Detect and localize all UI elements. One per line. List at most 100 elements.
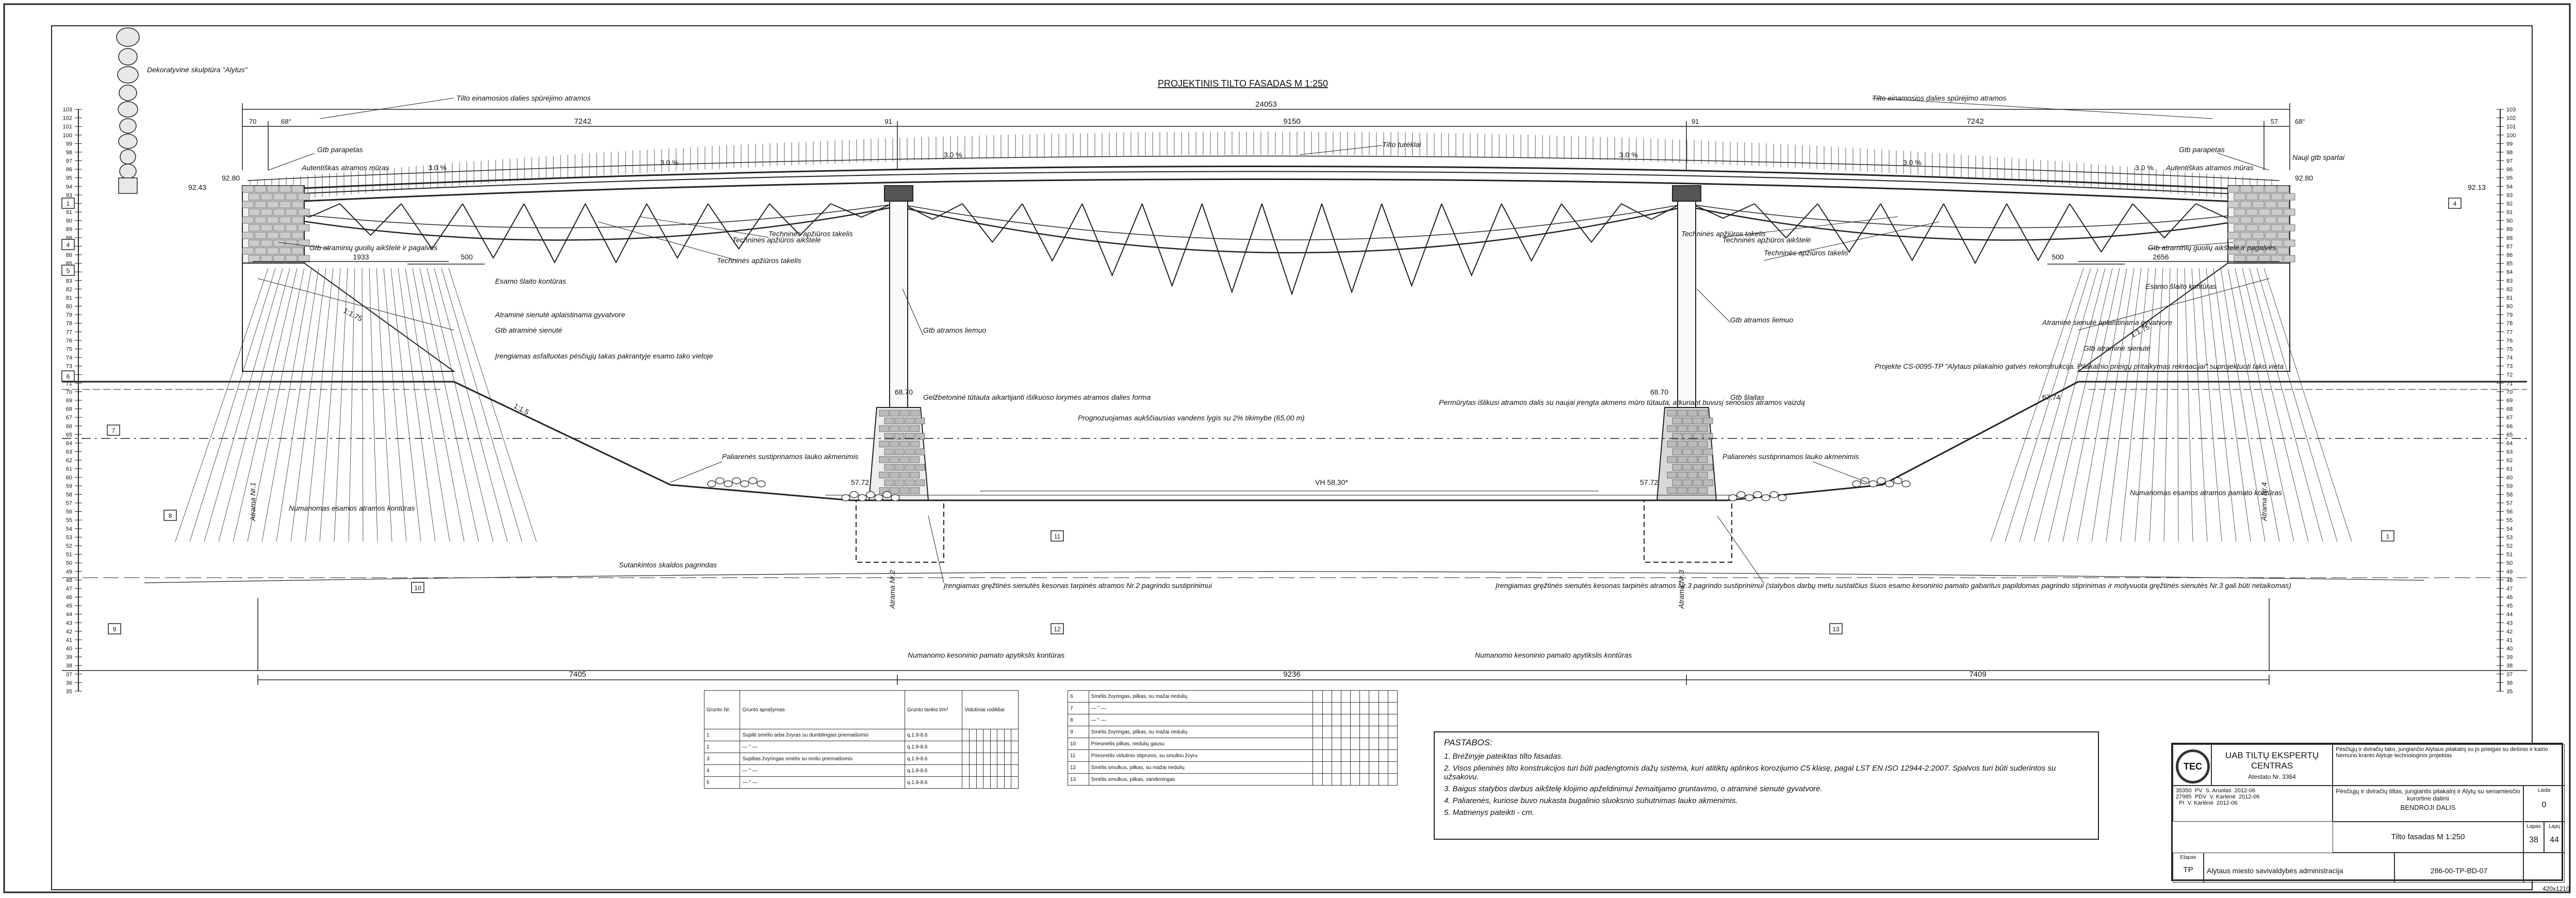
label-upper-abutment-left: Tilto einamosios dalies spūrėjimo atramo… xyxy=(456,94,591,102)
company-license: Atestato Nr. 3364 xyxy=(2248,773,2296,780)
scale-tick-label: 58 xyxy=(2506,492,2513,498)
company-logo: TEC xyxy=(2176,749,2210,783)
scale-tick-label: 87 xyxy=(2506,243,2513,250)
scale-tick-label: 56 xyxy=(2506,509,2513,515)
soil-marker-box xyxy=(107,424,120,436)
label-retaining-left: Atraminė sienutė aplaistinama gyvatvore xyxy=(495,311,625,319)
scale-tick-label: 84 xyxy=(2506,269,2513,275)
scale-tick-label: 99 xyxy=(66,141,72,147)
level-deck-right: 92.80 xyxy=(2295,174,2313,182)
label-caisson-contour-right: Numanomo kesoninio pamato apytikslis kon… xyxy=(1475,651,1632,659)
scale-tick-label: 78 xyxy=(66,321,72,327)
scale-tick-label: 97 xyxy=(2506,158,2513,165)
dim-bottom-middle: 9236 xyxy=(1283,670,1300,679)
scale-tick-label: 62 xyxy=(66,458,72,464)
pier-right xyxy=(1644,185,1732,563)
scale-tick-label: 36 xyxy=(2506,680,2513,686)
label-bearing-left: Gtb atraminių guolių aikštelė ir pagalvė… xyxy=(309,243,437,252)
level-right-bank: 67.74 xyxy=(2042,393,2060,401)
scale-tick-label: 50 xyxy=(2506,560,2513,566)
level-deck-left-low: 92.43 xyxy=(188,183,206,191)
soil-table-header: Grunto aprašymas xyxy=(740,690,905,729)
scale-tick-label: 44 xyxy=(2506,612,2513,618)
spare-cell xyxy=(2523,853,2565,883)
staff-cell: 35350 PV S. Aruolas 2012-06 27985 PDV V.… xyxy=(2173,786,2333,822)
soil-marker-label: 7 xyxy=(112,427,116,434)
label-drain-left: Įrengiamas asfaltuotas pėsčiųjų takas pa… xyxy=(495,352,713,360)
scale-tick-label: 68 xyxy=(66,406,72,413)
dim-span-right: 7242 xyxy=(1966,117,1983,126)
dim-bottom-right: 7409 xyxy=(1969,670,1986,679)
logo-cell: TEC xyxy=(2173,744,2211,786)
scale-tick-label: 102 xyxy=(2506,116,2516,122)
dim-angle-right: 68° xyxy=(2295,118,2305,125)
slope-3: 3.0 % xyxy=(944,151,962,159)
scale-tick-label: 93 xyxy=(66,192,72,199)
label-deck: Tilto turėklai xyxy=(1382,140,1421,149)
pier-stone-hatch xyxy=(879,410,1713,494)
scale-tick-label: 39 xyxy=(66,655,72,661)
dim-right-b: 2656 xyxy=(2153,253,2169,261)
scale-tick-label: 102 xyxy=(63,116,72,122)
label-tech-walk-l1: Techninės apžiūros aikštelė xyxy=(732,236,821,244)
scale-tick-label: 70 xyxy=(2506,389,2513,395)
title-block: TEC UAB TILTŲ EKSPERTŲ CENTRAS Atestato … xyxy=(2171,743,2565,883)
scale-tick-label: 57 xyxy=(66,500,72,507)
scale-tick-label: 76 xyxy=(66,338,72,344)
slope-2: 3.0 % xyxy=(660,158,679,167)
scale-tick-label: 42 xyxy=(2506,629,2513,635)
doc-no-cell: 286-00-TP-BD-07 xyxy=(2394,853,2523,883)
label-embankment-left: Esamo šlaito kontūras xyxy=(495,277,566,285)
scale-tick-label: 94 xyxy=(66,184,72,190)
slope-1: 3.0 % xyxy=(428,164,447,172)
dim-bottom-left: 7405 xyxy=(569,670,586,679)
scale-tick-label: 52 xyxy=(2506,543,2513,549)
scale-tick-label: 98 xyxy=(66,150,72,156)
scale-tick-label: 35 xyxy=(66,689,72,695)
soil-marker-label: 1 xyxy=(67,200,70,207)
scale-tick-label: 37 xyxy=(66,672,72,678)
label-project-ref: Projekte CS-0095-TP "Alytaus pilakalnio … xyxy=(1875,362,2284,370)
scale-tick-label: 97 xyxy=(66,158,72,165)
scale-tick-label: 99 xyxy=(2506,141,2513,147)
label-caisson-left: Įrengiamas gręžtinės sienutės kesonas ta… xyxy=(943,581,1212,590)
level-pier-left: 68.70 xyxy=(895,388,913,396)
sheet-num-cell: Lapas 38 xyxy=(2523,822,2544,853)
scale-tick-label: 90 xyxy=(2506,218,2513,224)
sculpture-alytus xyxy=(116,27,140,194)
sheet-number: 38 xyxy=(2529,836,2538,844)
label-existing-base-right: Numanomas esamos atramos pamato kontūras xyxy=(2130,488,2282,497)
soil-marker-label: 4 xyxy=(2453,200,2457,207)
soil-marker-box xyxy=(61,265,75,276)
soil-table-header: Grunto tankis t/m³ xyxy=(904,690,963,729)
label-stone-left: Paliarenės sustiprinamos lauko akmenimis xyxy=(722,452,859,461)
soil-marker-box xyxy=(1829,623,1843,634)
dimension-chain-bottom xyxy=(253,261,2279,685)
label-base-strengthen: Sutankintos skaldos pagrindas xyxy=(619,561,717,569)
label-authentic-wall-right: Autentiškas atramos mūras xyxy=(2165,164,2254,172)
bank-slope-1: 1:1.75 xyxy=(342,306,364,323)
scale-tick-label: 43 xyxy=(66,620,72,626)
scale-tick-label: 67 xyxy=(66,415,72,421)
dim-span-middle: 9150 xyxy=(1283,117,1300,126)
scale-tick-label: 96 xyxy=(66,167,72,173)
scale-tick-label: 60 xyxy=(2506,475,2513,481)
scale-tick-label: 70 xyxy=(66,389,72,395)
soil-marker-box xyxy=(61,198,75,209)
scale-tick-label: 103 xyxy=(2506,107,2516,113)
company-cell: UAB TILTŲ EKSPERTŲ CENTRAS Atestato Nr. … xyxy=(2211,744,2333,786)
label-bearing-right: Gtb atraminių guolių aikštelė ir pagalvė… xyxy=(2148,243,2276,252)
soil-table-row: 7— " — xyxy=(1068,702,1398,714)
dim-pier-left: 91 xyxy=(885,118,892,125)
label-tech-walk-r2: Techninės apžiūros takelis xyxy=(1681,230,1766,238)
scale-tick-label: 83 xyxy=(66,278,72,284)
soil-marker-label: 10 xyxy=(414,584,421,592)
dim-right-a: 500 xyxy=(2052,253,2064,261)
scale-tick-label: 46 xyxy=(2506,595,2513,601)
